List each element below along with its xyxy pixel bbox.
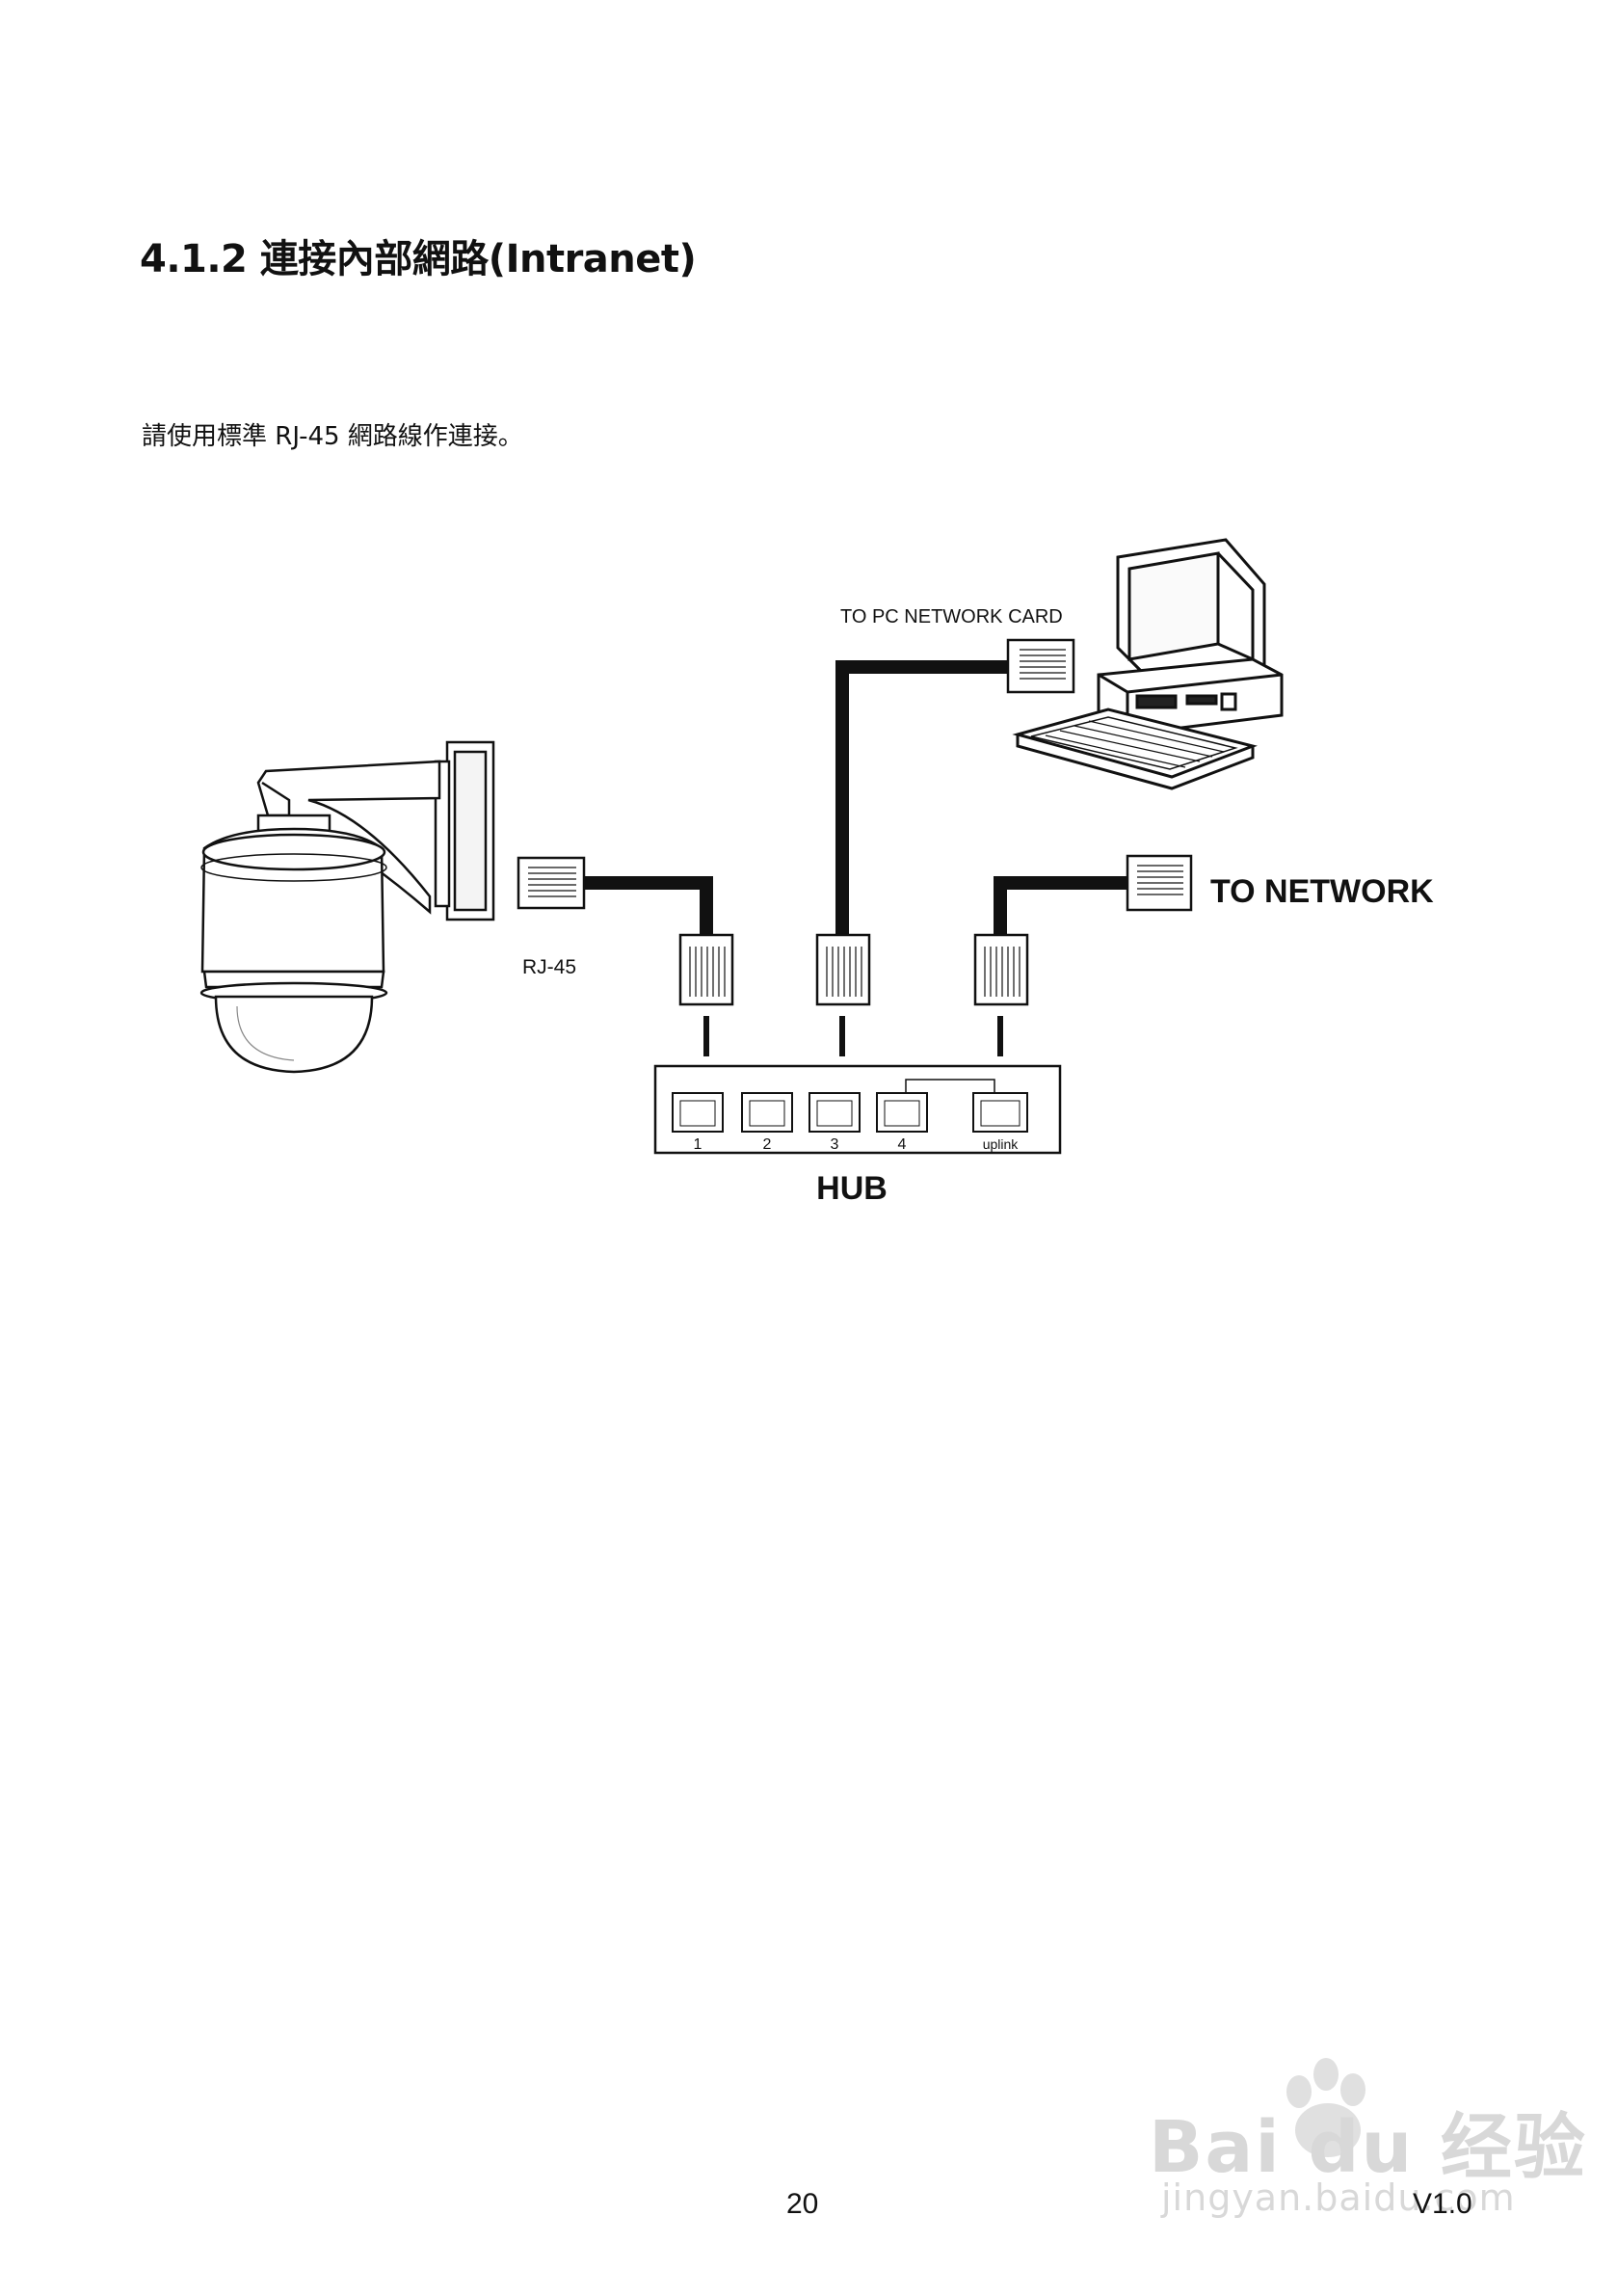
hub-leads (703, 1016, 1003, 1056)
cable-hub-to-network (994, 876, 1127, 935)
section-heading: 4.1.2 連接內部網路(Intranet) (140, 237, 697, 281)
port-label-2: 2 (763, 1136, 772, 1153)
hub-box: 1 2 3 4 uplink (653, 1064, 1062, 1155)
port-label-3: 3 (831, 1136, 839, 1153)
cable-hub-to-pc (835, 660, 1008, 935)
hub-port-4 (876, 1092, 928, 1133)
ptz-camera-illustration (199, 740, 495, 1074)
hub-port-2 (741, 1092, 793, 1133)
rj45-plug-network (1126, 854, 1193, 912)
cables (584, 660, 1127, 935)
hub-port-uplink (972, 1092, 1028, 1133)
page-number: 20 (786, 2188, 819, 2220)
hub-port-1 (672, 1092, 724, 1133)
port-label-uplink: uplink (983, 1136, 1020, 1152)
cable-camera-to-hub (584, 876, 713, 935)
rj45-plug-camera (517, 856, 586, 910)
rj45-plug-uplink (973, 933, 1029, 1006)
rj45-plug-port3 (815, 933, 871, 1006)
port-label-1: 1 (694, 1136, 702, 1153)
watermark-url: jingyan.baidu.com (1161, 2176, 1516, 2219)
pc-computer-illustration (1012, 538, 1284, 790)
hub-port-3 (808, 1092, 861, 1133)
label-pc-network-card: TO PC NETWORK CARD (840, 606, 1063, 627)
version-label: V1.0 (1413, 2188, 1472, 2220)
label-rj45: RJ-45 (522, 956, 576, 978)
intro-text: 請使用標準 RJ-45 網路線作連接。 (142, 422, 523, 451)
baidu-paw-logo (1286, 2058, 1365, 2157)
rj45-plug-port1 (678, 933, 734, 1006)
port-label-4: 4 (898, 1136, 907, 1153)
rj45-plug-pc (1006, 638, 1075, 694)
label-hub: HUB (816, 1170, 888, 1207)
label-to-network: TO NETWORK (1210, 873, 1434, 910)
watermark-brand: Bai du 经验 (1149, 2106, 1587, 2189)
